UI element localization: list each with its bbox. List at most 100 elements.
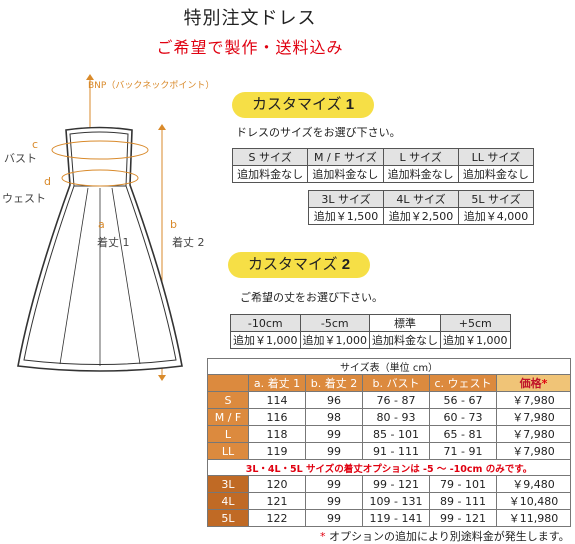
cell: 85 - 101 (362, 425, 430, 443)
table-row: M / F 116 98 80 - 93 60 - 73 ￥7,980 (207, 408, 571, 426)
cell: 120 (248, 475, 306, 493)
cell: 96 (305, 391, 363, 409)
option-minus5[interactable]: -5cm (299, 314, 370, 332)
footnote-star: * (320, 530, 326, 543)
length-option-header-row: -10cm -5cm 標準 +5cm (230, 314, 511, 332)
cell: 80 - 93 (362, 408, 430, 426)
option-s-price: 追加料金なし (231, 165, 309, 183)
cell-price: ￥7,980 (496, 408, 571, 426)
page-title: 特別注文ドレス (183, 8, 317, 29)
size-option-header-row: 3L サイズ 4L サイズ 5L サイズ (308, 190, 534, 208)
length2-b-label: b (170, 218, 177, 231)
size-option-header-row: S サイズ M / F サイズ L サイズ LL サイズ (231, 148, 535, 166)
cell: 119 - 141 (362, 509, 430, 527)
length-option-note-row: 3L・4L・5L サイズの着丈オプションは -5 ～ -10cm のみです。 (207, 459, 571, 476)
cell: 99 - 121 (362, 475, 430, 493)
cell: 60 - 73 (429, 408, 497, 426)
customize-2-badge: カスタマイズ 2 (228, 252, 371, 278)
header-bust: b. バスト (362, 374, 430, 392)
option-3l-size[interactable]: 3L サイズ (308, 190, 384, 208)
page-subtitle: ご希望で製作・送料込み (156, 38, 344, 57)
option-l-price: 追加料金なし (382, 165, 459, 183)
option-4l-size[interactable]: 4L サイズ (383, 190, 459, 208)
cell: 122 (248, 509, 306, 527)
cell: 99 (305, 509, 363, 527)
size-chart-table: サイズ表（単位 cm） a. 着丈 1 b. 着丈 2 b. バスト c. ウェ… (207, 358, 571, 527)
length-option-note: 3L・4L・5L サイズの着丈オプションは -5 ～ -10cm のみです。 (207, 459, 571, 476)
header-length1: a. 着丈 1 (248, 374, 306, 392)
option-5l-price: 追加￥4,000 (458, 207, 534, 225)
header-length2: b. 着丈 2 (305, 374, 363, 392)
cell: 99 (305, 475, 363, 493)
table-row: 5L 122 99 119 - 141 99 - 121 ￥11,980 (207, 509, 571, 527)
row-size-mf: M / F (207, 408, 249, 426)
option-mf-size[interactable]: M / F サイズ (307, 148, 384, 166)
row-size-s: S (207, 391, 249, 409)
option-ll-size[interactable]: LL サイズ (457, 148, 535, 166)
option-ll-price: 追加料金なし (457, 165, 535, 183)
customize-1-label: カスタマイズ (252, 96, 342, 113)
table-row: L 118 99 85 - 101 65 - 81 ￥7,980 (207, 425, 571, 443)
option-minus5-price: 追加￥1,000 (299, 331, 370, 349)
cell: 56 - 67 (429, 391, 497, 409)
cell: 65 - 81 (429, 425, 497, 443)
row-size-l: L (207, 425, 249, 443)
customize-1-badge: カスタマイズ 1 (232, 92, 375, 118)
customize-1-hint: ドレスのサイズをお選び下さい。 (236, 126, 401, 139)
customize-2-number: 2 (341, 256, 351, 273)
cell: 109 - 131 (362, 492, 430, 510)
option-plus5-price: 追加￥1,000 (440, 331, 511, 349)
option-5l-size[interactable]: 5L サイズ (458, 190, 534, 208)
row-size-3l: 3L (207, 475, 249, 493)
length2-label: 着丈 2 (172, 236, 205, 249)
customize-2-hint: ご希望の丈をお選び下さい。 (240, 291, 383, 304)
cell: 89 - 111 (429, 492, 497, 510)
option-minus10-price: 追加￥1,000 (230, 331, 301, 349)
customize-1-number: 1 (345, 96, 355, 113)
table-row: LL 119 99 91 - 111 71 - 91 ￥7,980 (207, 442, 571, 460)
option-l-size[interactable]: L サイズ (382, 148, 459, 166)
cell-price: ￥7,980 (496, 391, 571, 409)
table-row: 3L 120 99 99 - 121 79 - 101 ￥9,480 (207, 475, 571, 493)
option-s-size[interactable]: S サイズ (231, 148, 309, 166)
cell: 76 - 87 (362, 391, 430, 409)
cell: 114 (248, 391, 306, 409)
header-price: 価格* (496, 374, 571, 392)
size-option-price-row: 追加￥1,500 追加￥2,500 追加￥4,000 (308, 207, 534, 225)
cell-price: ￥10,480 (496, 492, 571, 510)
table-row: 4L 121 99 109 - 131 89 - 111 ￥10,480 (207, 492, 571, 510)
size-chart-caption: サイズ表（単位 cm） (207, 358, 571, 375)
price-star-mark: * (541, 377, 548, 390)
row-size-5l: 5L (207, 509, 249, 527)
footnote-text: オプションの追加により別途料金が発生します。 (325, 530, 570, 543)
option-standard-price: 追加料金なし (369, 331, 441, 349)
cell: 119 (248, 442, 306, 460)
option-plus5[interactable]: +5cm (440, 314, 511, 332)
size-option-table-2: 3L サイズ 4L サイズ 5L サイズ 追加￥1,500 追加￥2,500 追… (308, 190, 534, 225)
cell: 99 - 121 (429, 509, 497, 527)
cell: 118 (248, 425, 306, 443)
option-minus10[interactable]: -10cm (230, 314, 301, 332)
length-option-table: -10cm -5cm 標準 +5cm 追加￥1,000 追加￥1,000 追加料… (230, 314, 511, 349)
cell: 116 (248, 408, 306, 426)
length-option-price-row: 追加￥1,000 追加￥1,000 追加料金なし 追加￥1,000 (230, 331, 511, 349)
size-chart-header-row: a. 着丈 1 b. 着丈 2 b. バスト c. ウェスト 価格* (207, 374, 571, 392)
cell: 71 - 91 (429, 442, 497, 460)
length1-a-label: a (98, 218, 105, 231)
length1-label: 着丈 1 (97, 236, 130, 249)
cell: 121 (248, 492, 306, 510)
cell-price: ￥9,480 (496, 475, 571, 493)
cell-price: ￥7,980 (496, 442, 571, 460)
cell: 99 (305, 492, 363, 510)
dress-diagram (17, 74, 183, 381)
bust-label: バスト (4, 152, 37, 165)
cell: 98 (305, 408, 363, 426)
option-standard[interactable]: 標準 (369, 314, 441, 332)
cell: 91 - 111 (362, 442, 430, 460)
row-size-4l: 4L (207, 492, 249, 510)
bnp-label: BNP（バックネックポイント） (88, 81, 215, 91)
waist-d-label: d (44, 175, 51, 188)
footnote: * オプションの追加により別途料金が発生します。 (320, 528, 570, 544)
option-3l-price: 追加￥1,500 (308, 207, 384, 225)
waist-label: ウェスト (2, 192, 46, 205)
